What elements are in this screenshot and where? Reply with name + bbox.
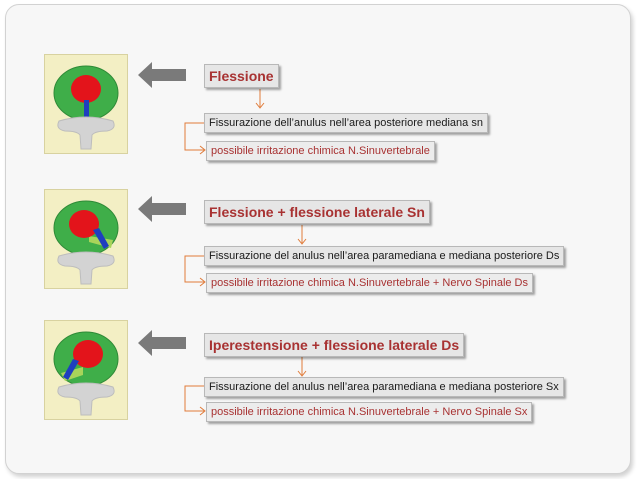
disc-illustration bbox=[53, 200, 119, 285]
disc-illustration bbox=[53, 65, 119, 150]
row-3-consequence: possibile irritazione chimica N.Sinuvert… bbox=[206, 402, 533, 422]
row-1-description: Fissurazione dell’anulus nell’area poste… bbox=[204, 113, 488, 133]
left-arrow-icon bbox=[138, 330, 186, 356]
disc-illustration-lateral-flexion-left bbox=[44, 189, 128, 289]
row-3-title: Iperestensione + flessione laterale Ds bbox=[204, 333, 465, 357]
connector-arrowhead-2 bbox=[297, 238, 307, 245]
row-1-title: Flessione bbox=[204, 64, 279, 88]
disc-illustration-flexion bbox=[44, 54, 128, 154]
connector-bracket-3 bbox=[184, 385, 204, 412]
left-arrow-icon bbox=[138, 196, 186, 222]
connector-arrowhead-3 bbox=[297, 370, 307, 377]
connector-bracket-arrow-3 bbox=[199, 406, 206, 416]
row-3-description: Fissurazione del anulus nell’area parame… bbox=[204, 377, 564, 397]
connector-bracket-arrow-2 bbox=[199, 277, 206, 287]
left-arrow-icon bbox=[138, 62, 186, 88]
row-2-description: Fissurazione del anulus nell’area parame… bbox=[204, 246, 565, 266]
row-1-consequence: possibile irritazione chimica N.Sinuvert… bbox=[206, 141, 435, 161]
row-2-consequence: possibile irritazione chimica N.Sinuvert… bbox=[206, 273, 534, 293]
disc-illustration bbox=[53, 331, 119, 416]
connector-arrowhead-1 bbox=[255, 102, 265, 109]
connector-bracket-arrow-1 bbox=[199, 145, 206, 155]
row-2-title: Flessione + flessione laterale Sn bbox=[204, 200, 430, 224]
disc-illustration-hyperextension-right bbox=[44, 320, 128, 420]
connector-bracket-2 bbox=[184, 255, 204, 283]
connector-bracket-1 bbox=[184, 122, 204, 151]
